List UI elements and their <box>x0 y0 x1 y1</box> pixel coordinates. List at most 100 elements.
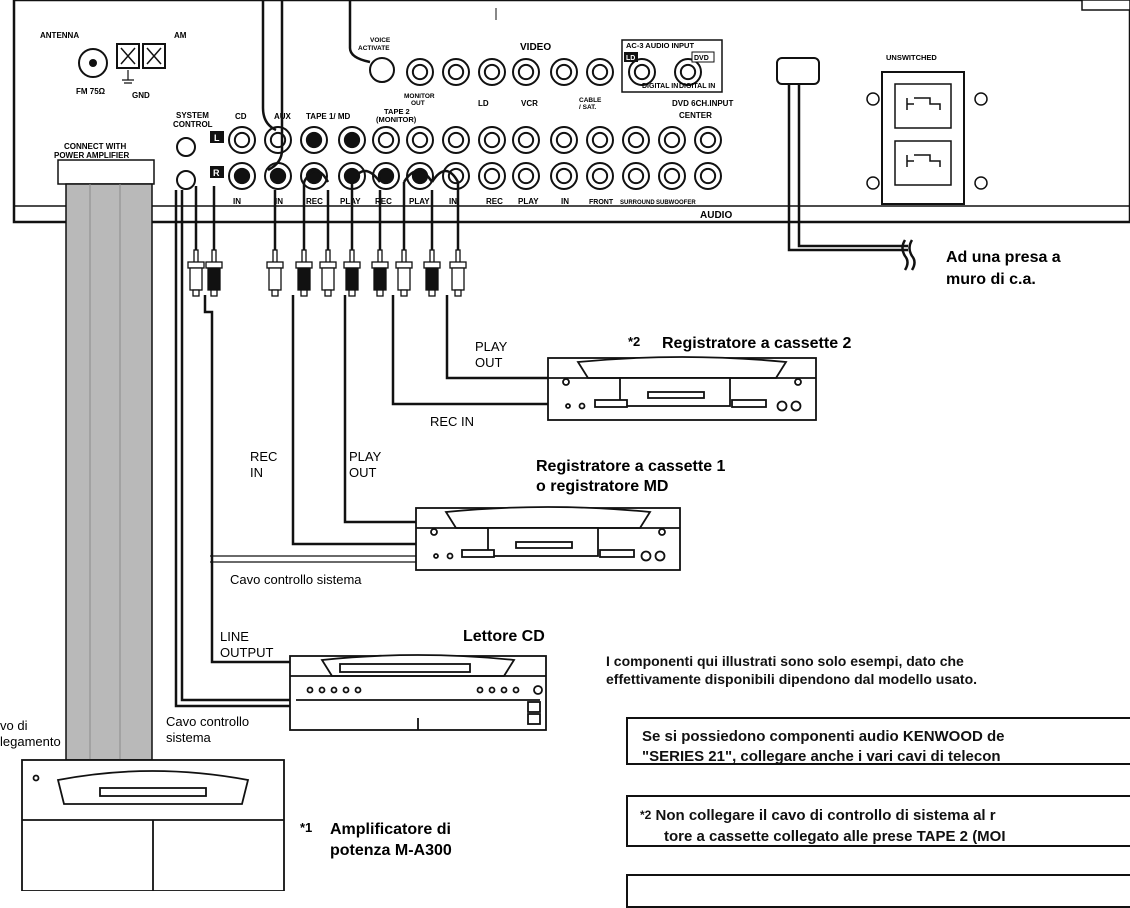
cassette-recorder-1 <box>416 507 680 570</box>
svg-text:VCR: VCR <box>521 99 538 108</box>
svg-text:DVD: DVD <box>694 55 709 62</box>
cassette-recorder-2 <box>548 357 816 420</box>
svg-text:REC: REC <box>486 197 503 206</box>
rca-jack-center <box>235 133 249 147</box>
rca-jack-center <box>519 169 533 183</box>
svg-text:DVD 6CH.INPUT: DVD 6CH.INPUT <box>672 99 733 108</box>
svg-text:OUT: OUT <box>475 355 503 370</box>
rca-plug <box>372 250 388 296</box>
svg-text:SYSTEM: SYSTEM <box>176 111 209 120</box>
svg-text:(MONITOR): (MONITOR) <box>376 115 417 124</box>
rca-plugs <box>188 250 466 296</box>
svg-text:o registratore MD: o registratore MD <box>536 478 668 495</box>
svg-text:OUT: OUT <box>349 465 377 480</box>
svg-text:DIGITAL IN: DIGITAL IN <box>642 83 678 90</box>
rca-jack-center <box>557 133 571 147</box>
rca-jack-center <box>413 133 427 147</box>
cd-player <box>290 655 546 730</box>
svg-text:REC: REC <box>375 197 392 206</box>
kenwood-note-box: Se si possiedono componenti audio KENWOO… <box>626 717 1130 765</box>
svg-text:MONITOR: MONITOR <box>404 93 435 100</box>
svg-text:legamento: legamento <box>0 734 61 749</box>
rca-jack-center <box>629 169 643 183</box>
svg-text:LD: LD <box>626 55 635 62</box>
rca-jack-center <box>307 133 321 147</box>
rca-jack-center <box>557 65 571 79</box>
rca-jack-center <box>449 133 463 147</box>
svg-text:IN: IN <box>449 197 457 206</box>
rca-plug <box>188 250 204 296</box>
svg-text:Registratore a cassette 1: Registratore a cassette 1 <box>536 458 726 475</box>
svg-text:SURROUND: SURROUND <box>620 200 655 206</box>
recorder-note-text-1: Non collegare il cavo di controllo di si… <box>656 807 996 824</box>
svg-text:CONNECT WITH: CONNECT WITH <box>64 142 126 151</box>
svg-text:Cavo controllo: Cavo controllo <box>166 714 249 729</box>
rca-plug <box>267 250 283 296</box>
svg-text:POWER AMPLIFIER: POWER AMPLIFIER <box>54 151 129 160</box>
svg-text:ACTIVATE: ACTIVATE <box>358 45 390 52</box>
example-note-line-2: effettivamente disponibili dipendono dal… <box>606 670 977 688</box>
svg-text:Lettore CD: Lettore CD <box>463 628 545 645</box>
recorder-note-box: *2 Non collegare il cavo di controllo di… <box>626 795 1130 847</box>
rca-plug <box>396 250 412 296</box>
svg-text:Amplificatore di: Amplificatore di <box>330 821 451 838</box>
rca-jack-center <box>665 169 679 183</box>
svg-text:ANTENNA: ANTENNA <box>40 31 79 40</box>
rca-plug <box>450 250 466 296</box>
svg-text:REC: REC <box>250 449 277 464</box>
rca-plug <box>424 250 440 296</box>
svg-text:Ad una presa a: Ad una presa a <box>946 249 1061 266</box>
svg-text:IN: IN <box>561 197 569 206</box>
rca-jack-center <box>557 169 571 183</box>
rca-jack-center <box>449 65 463 79</box>
svg-text:IN: IN <box>233 197 241 206</box>
svg-text:REC: REC <box>306 197 323 206</box>
voice-activate-jack <box>370 58 394 82</box>
kenwood-note-line-1: Se si possiedono componenti audio KENWOO… <box>642 727 1130 747</box>
svg-text:AM: AM <box>174 31 187 40</box>
svg-text:sistema: sistema <box>166 730 212 745</box>
svg-text:DIGITAL IN: DIGITAL IN <box>679 83 715 90</box>
rca-jack-center <box>635 65 649 79</box>
svg-text:CABLE: CABLE <box>579 97 602 104</box>
example-note-line-1: I componenti qui illustrati sono solo es… <box>606 652 977 670</box>
svg-text:*1: *1 <box>300 820 312 835</box>
rca-jack-center <box>593 65 607 79</box>
power-amplifier <box>22 760 284 891</box>
rca-jack-center <box>519 65 533 79</box>
svg-text:VIDEO: VIDEO <box>520 42 551 53</box>
svg-text:LD: LD <box>478 99 489 108</box>
svg-text:CONTROL: CONTROL <box>173 120 213 129</box>
rca-jack-center <box>665 133 679 147</box>
rca-jack-center <box>519 133 533 147</box>
svg-text:TAPE 1/ MD: TAPE 1/ MD <box>306 112 351 121</box>
svg-text:OUT: OUT <box>411 100 425 107</box>
rca-jack-center <box>485 65 499 79</box>
svg-text:/ SAT.: / SAT. <box>579 104 596 111</box>
rca-jack-center <box>681 65 695 79</box>
power-amp-cable <box>66 184 152 760</box>
svg-text:vo di: vo di <box>0 718 28 733</box>
svg-text:*2: *2 <box>628 334 640 349</box>
svg-text:FRONT: FRONT <box>589 199 614 206</box>
example-note: I componenti qui illustrati sono solo es… <box>606 652 977 688</box>
truncated-note-box <box>626 874 1130 908</box>
svg-text:OUTPUT: OUTPUT <box>220 645 274 660</box>
star2-mark: *2 <box>640 808 651 822</box>
kenwood-note-line-2: "SERIES 21", collegare anche i vari cavi… <box>642 747 1130 765</box>
rca-jack-center <box>485 133 499 147</box>
svg-text:AC-3 AUDIO INPUT: AC-3 AUDIO INPUT <box>626 41 694 50</box>
svg-text:FM 75Ω: FM 75Ω <box>76 87 106 96</box>
svg-text:Cavo controllo sistema: Cavo controllo sistema <box>230 572 362 587</box>
svg-text:REC IN: REC IN <box>430 414 474 429</box>
rca-jack-center <box>593 169 607 183</box>
rca-plug <box>296 250 312 296</box>
svg-text:PLAY: PLAY <box>475 339 508 354</box>
svg-text:potenza M-A300: potenza M-A300 <box>330 842 452 859</box>
rca-jack-center <box>413 65 427 79</box>
svg-text:PLAY: PLAY <box>340 197 361 206</box>
rca-jack-center <box>593 133 607 147</box>
rca-jack-center <box>271 169 285 183</box>
system-control-jack <box>177 138 195 156</box>
svg-text:SUBWOOFER: SUBWOOFER <box>656 200 696 206</box>
